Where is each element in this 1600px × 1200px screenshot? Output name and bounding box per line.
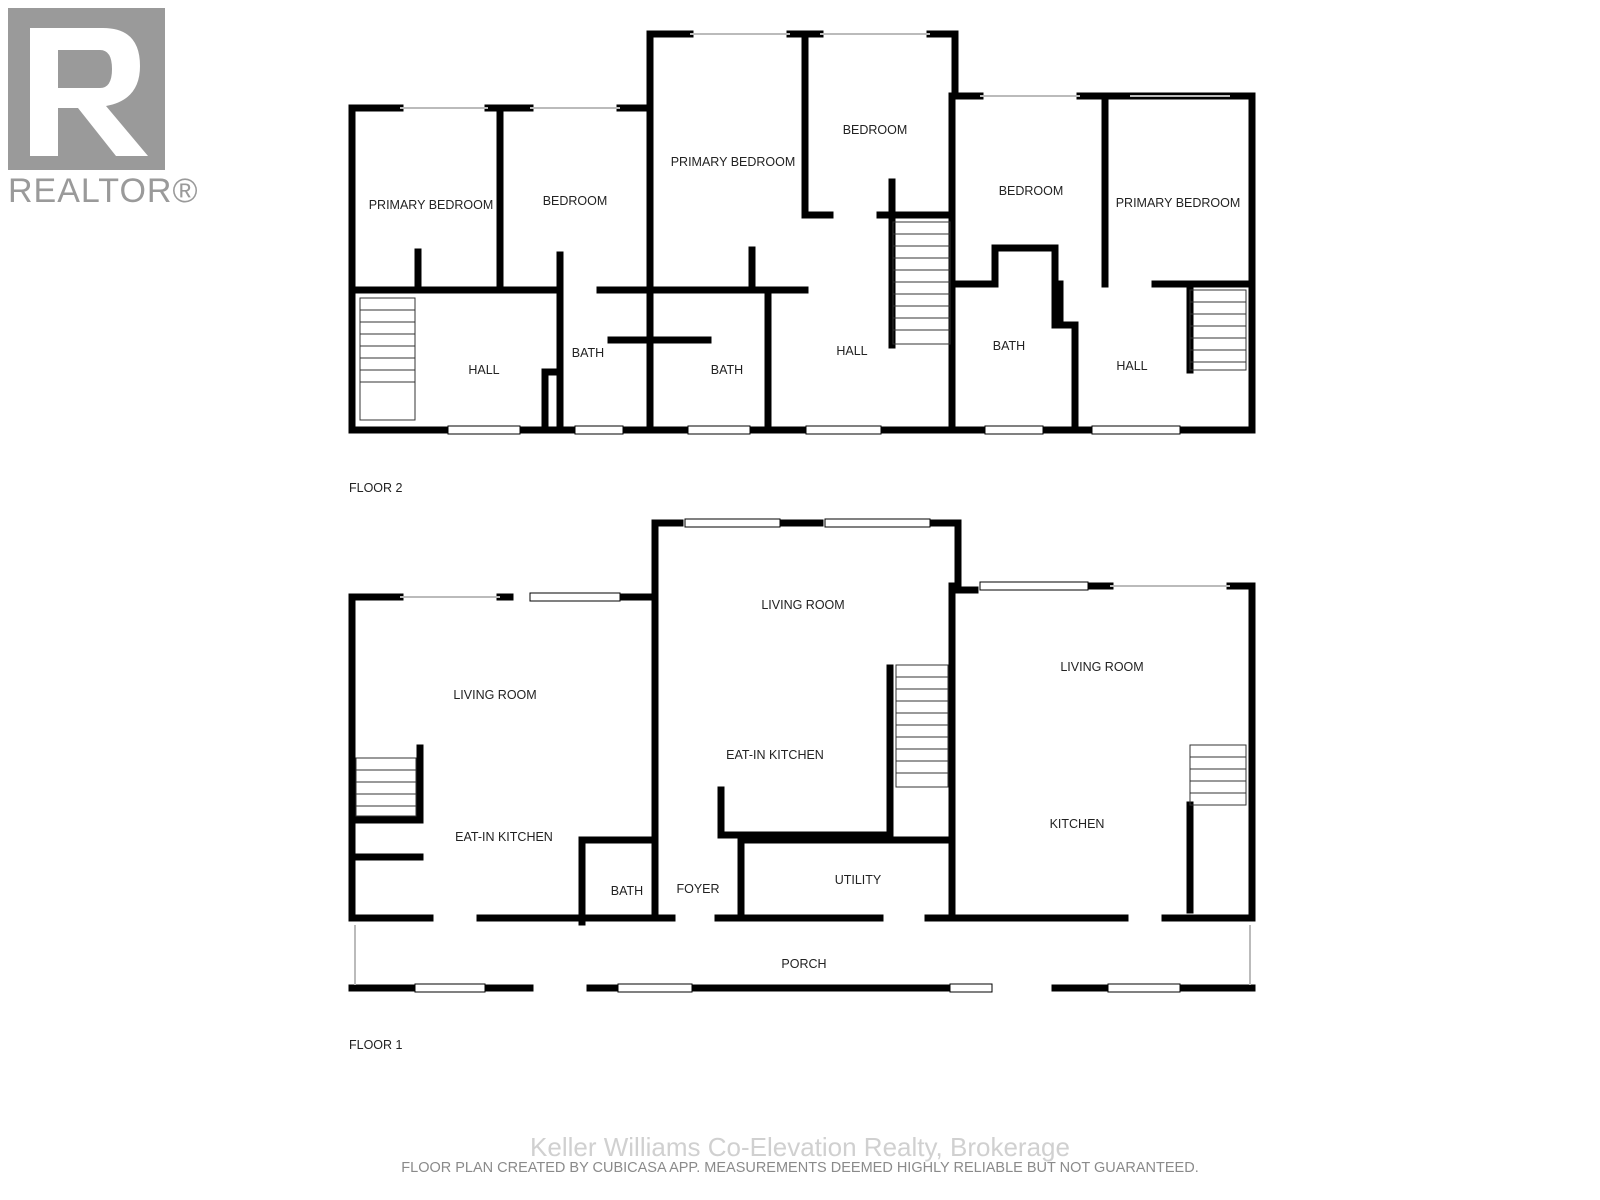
room-label: EAT-IN KITCHEN xyxy=(726,748,824,762)
room-label: LIVING ROOM xyxy=(761,598,844,612)
room-label: EAT-IN KITCHEN xyxy=(455,830,553,844)
room-label: BEDROOM xyxy=(999,184,1064,198)
room-label: BATH xyxy=(611,884,643,898)
floor-1-label: FLOOR 1 xyxy=(349,1038,403,1052)
room-label: PRIMARY BEDROOM xyxy=(671,155,796,169)
room-label: HALL xyxy=(468,363,499,377)
room-label: BATH xyxy=(993,339,1025,353)
room-label: BEDROOM xyxy=(843,123,908,137)
room-label: BATH xyxy=(711,363,743,377)
realtor-logo xyxy=(8,8,183,223)
room-label: FOYER xyxy=(676,882,719,896)
room-label: BATH xyxy=(572,346,604,360)
room-label: PRIMARY BEDROOM xyxy=(1116,196,1241,210)
realtor-r-mark-icon xyxy=(8,8,165,170)
room-label: LIVING ROOM xyxy=(453,688,536,702)
floor-2-label: FLOOR 2 xyxy=(349,481,403,495)
room-label: PORCH xyxy=(781,957,826,971)
room-label: BEDROOM xyxy=(543,194,608,208)
floor-plan-disclaimer: FLOOR PLAN CREATED BY CUBICASA APP. MEAS… xyxy=(401,1160,1199,1176)
room-label: KITCHEN xyxy=(1050,817,1105,831)
realtor-logo-text: REALTOR® xyxy=(8,172,199,210)
brokerage-watermark: Keller Williams Co-Elevation Realty, Bro… xyxy=(530,1132,1070,1162)
room-label: HALL xyxy=(836,344,867,358)
room-label: HALL xyxy=(1116,359,1147,373)
room-label: UTILITY xyxy=(835,873,882,887)
room-label: PRIMARY BEDROOM xyxy=(369,198,494,212)
room-label: LIVING ROOM xyxy=(1060,660,1143,674)
